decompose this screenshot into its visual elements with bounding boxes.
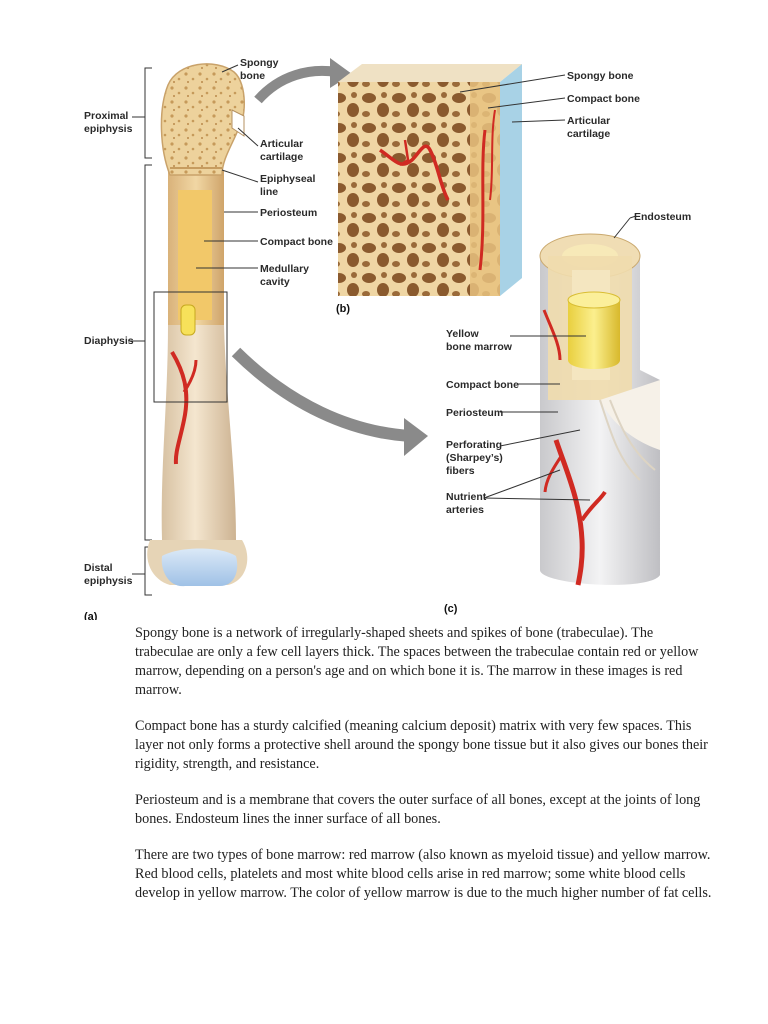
label-articular-cartilage-a-2: cartilage — [260, 151, 303, 163]
label-periosteum-a: Periosteum — [260, 207, 317, 219]
panel-c-tag: (c) — [444, 603, 458, 615]
svg-text:Perforating(Sharpey’s)fibers: Perforating(Sharpey’s)fibers — [446, 439, 503, 477]
compact-bone-b — [470, 82, 500, 296]
label-yellow-bone-marrow-1: Yellow — [446, 328, 480, 340]
label-proximal-epiphysis-2: epiphysis — [84, 123, 133, 135]
panel-a-tag: (a) — [84, 611, 98, 620]
label-perforating-fibers-2: (Sharpey’s) — [446, 452, 503, 464]
body-text: Spongy bone is a network of irregularly-… — [135, 624, 715, 920]
label-diaphysis: Diaphysis — [84, 335, 134, 347]
label-compact-bone-a: Compact bone — [260, 236, 333, 248]
label-medullary-cavity-1: Medullary — [260, 263, 309, 275]
label-epiphyseal-line-2: line — [260, 186, 278, 198]
label-epiphyseal-line-1: Epiphyseal — [260, 173, 316, 185]
label-compact-bone-b: Compact bone — [567, 93, 640, 105]
paragraph-spongy-bone: Spongy bone is a network of irregularly-… — [135, 624, 715, 700]
arrow-to-c-icon — [236, 352, 410, 436]
label-perforating-fibers-1: Perforating — [446, 439, 502, 451]
label-periosteum-c: Periosteum — [446, 407, 503, 419]
label-medullary-cavity-2: cavity — [260, 276, 290, 288]
label-perforating-fibers-3: fibers — [446, 465, 475, 477]
label-spongy-bone-a-2: bone — [240, 70, 265, 82]
label-distal-epiphysis-1: Distal — [84, 562, 113, 574]
panel-b-tag: (b) — [336, 303, 350, 315]
label-articular-cartilage-b-2: cartilage — [567, 128, 610, 140]
label-endosteum: Endosteum — [634, 211, 691, 223]
label-proximal-epiphysis-1: Proximal — [84, 110, 128, 122]
label-articular-cartilage-b-1: Articular — [567, 115, 610, 127]
diaphysis-bracket — [145, 165, 152, 540]
arrow-to-b-icon — [258, 71, 336, 100]
label-distal-epiphysis-2: epiphysis — [84, 575, 133, 587]
label-nutrient-arteries-1: Nutrient — [446, 491, 487, 503]
label-spongy-bone-b: Spongy bone — [567, 70, 634, 82]
medullary-cavity — [178, 190, 212, 320]
label-articular-cartilage-a-1: Articular — [260, 138, 303, 150]
paragraph-compact-bone: Compact bone has a sturdy calcified (mea… — [135, 717, 715, 774]
paragraph-periosteum: Periosteum and is a membrane that covers… — [135, 791, 715, 829]
articular-cartilage-b — [500, 64, 522, 296]
proximal-epiphysis-bracket — [145, 68, 152, 158]
label-nutrient-arteries-2: arteries — [446, 504, 484, 516]
label-compact-bone-c: Compact bone — [446, 379, 519, 391]
distal-articular-cartilage — [162, 549, 237, 587]
label-yellow-bone-marrow-2: bone marrow — [446, 341, 513, 353]
paragraph-bone-marrow: There are two types of bone marrow: red … — [135, 846, 715, 903]
yellow-bone-marrow — [568, 300, 620, 369]
yellow-marrow-cylinder — [181, 305, 195, 335]
label-spongy-bone-a-1: Spongy — [240, 57, 279, 69]
